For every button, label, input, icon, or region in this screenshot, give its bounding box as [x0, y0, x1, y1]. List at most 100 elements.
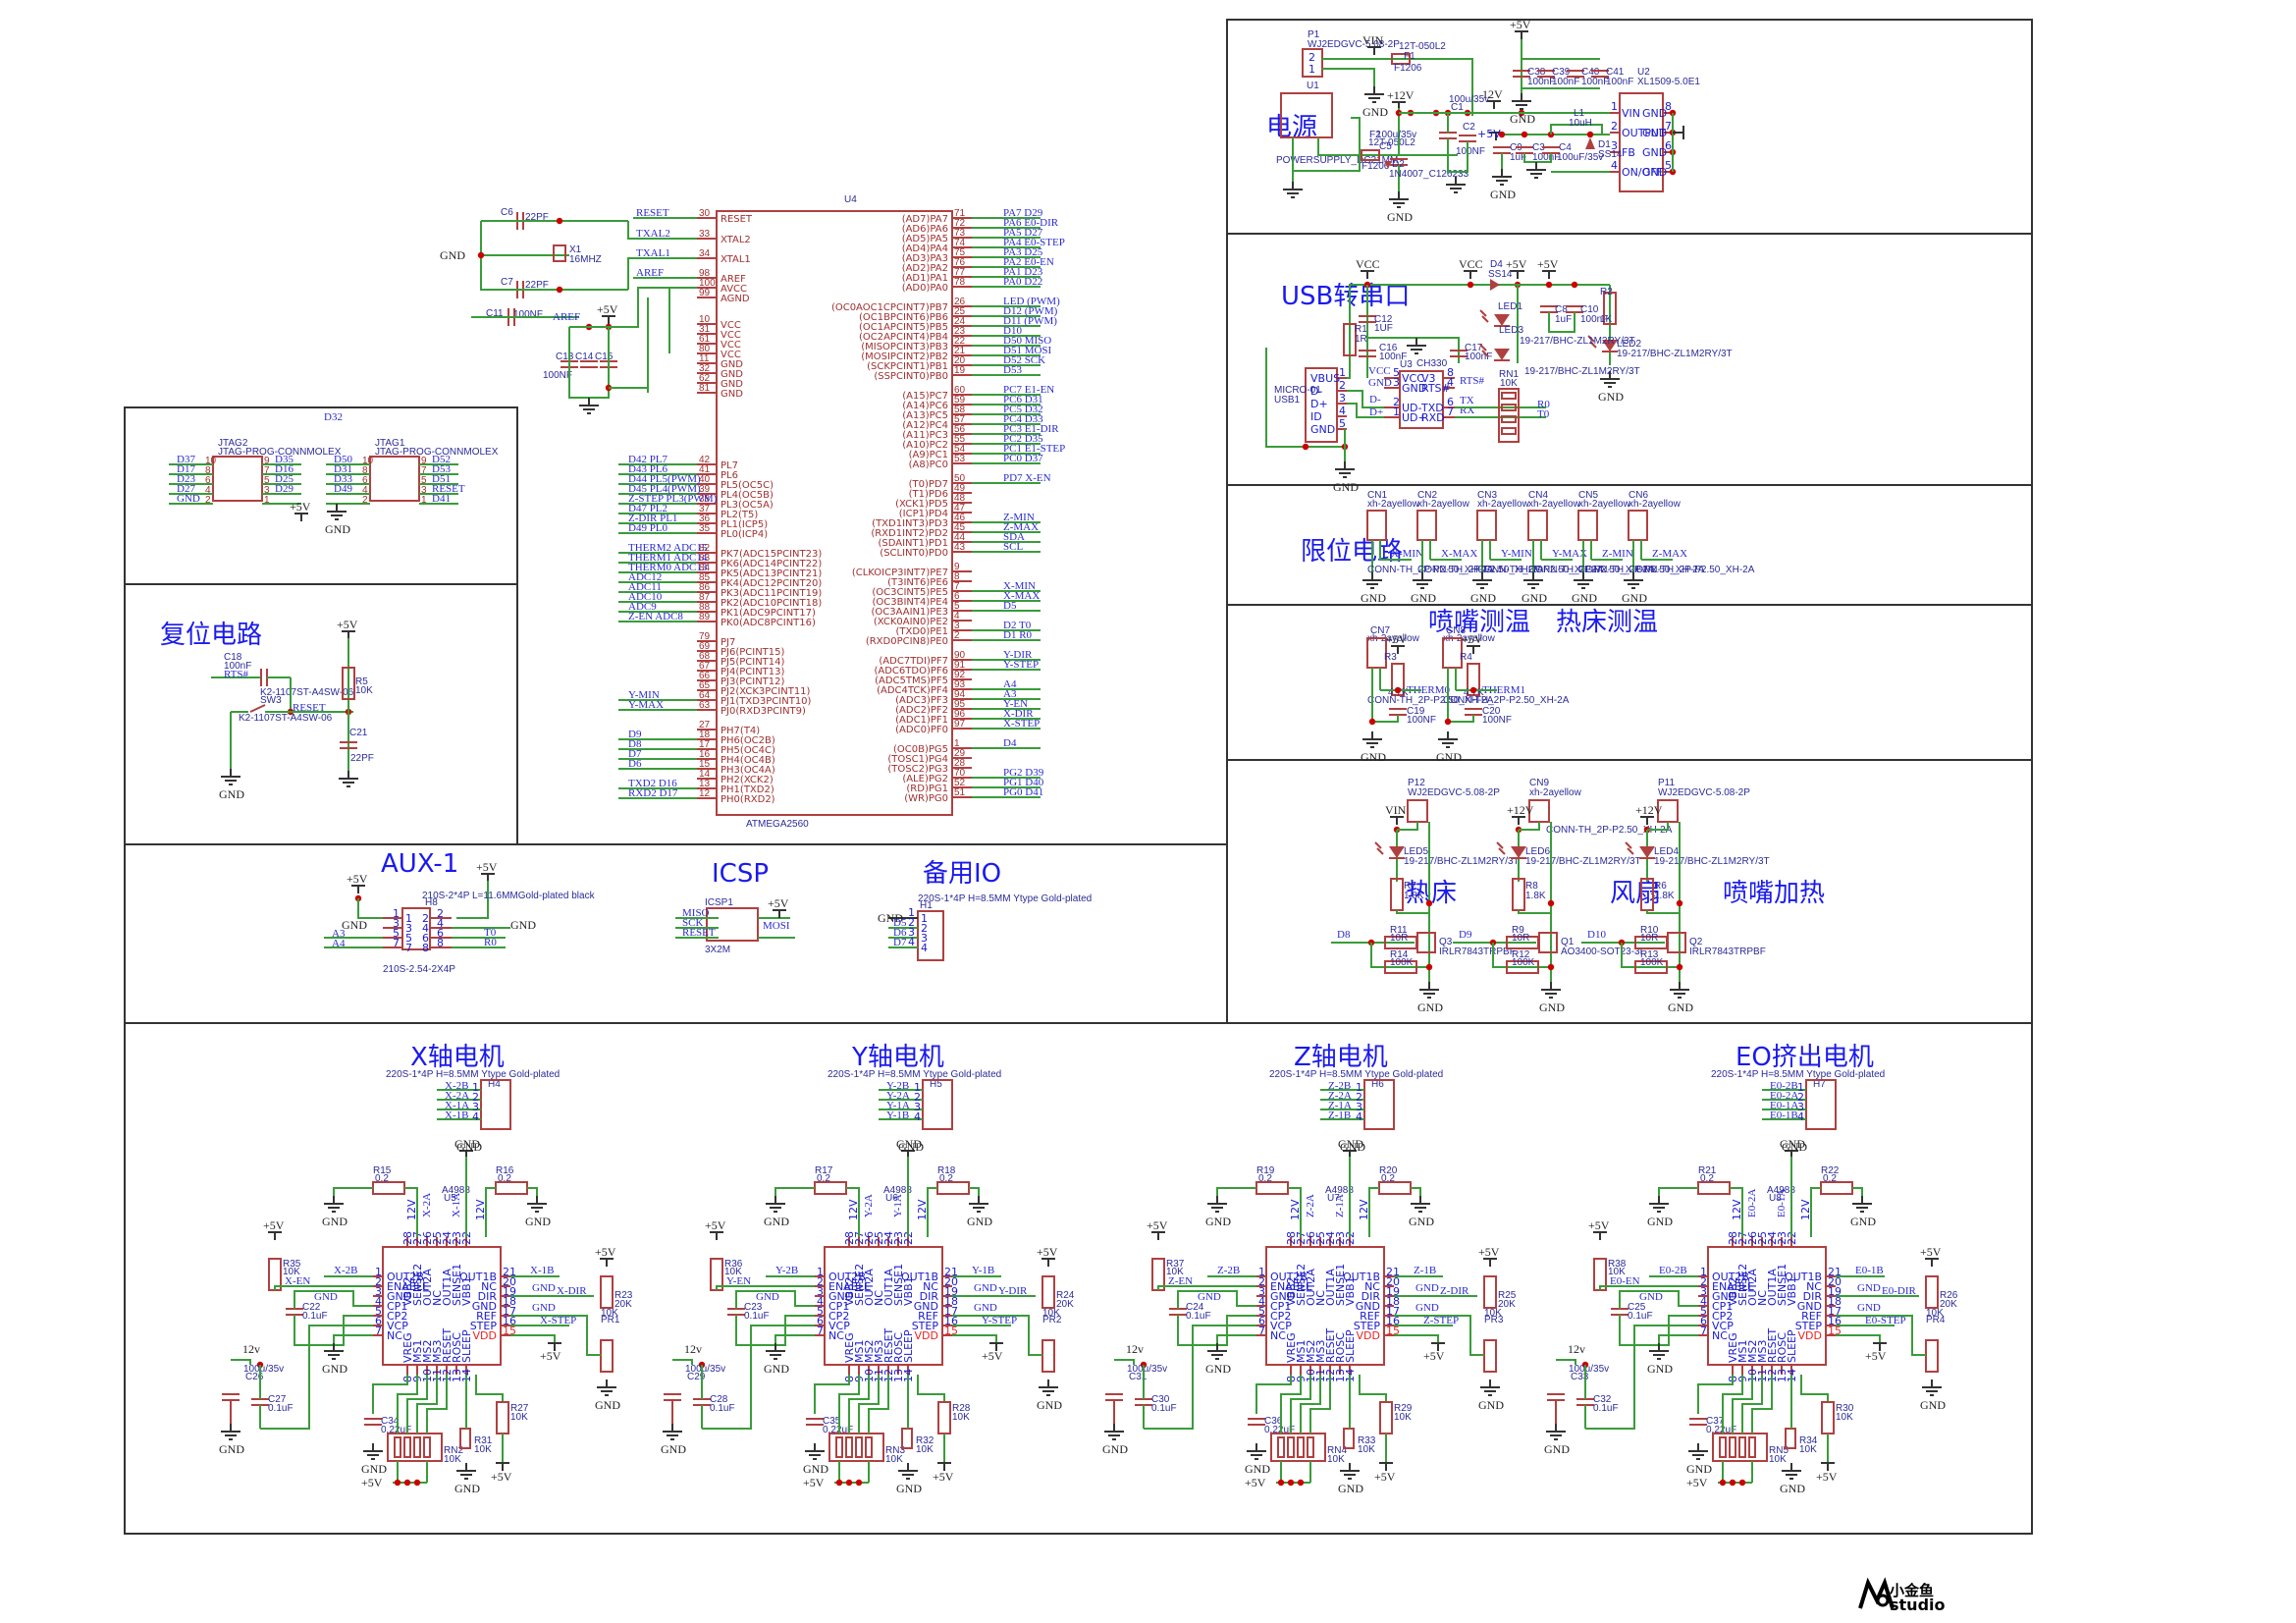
pin-num: 25: [1314, 1231, 1327, 1245]
rsleep-ref: R29: [1394, 1403, 1413, 1414]
connector-value: xh-2ayellow: [1528, 499, 1581, 510]
pin-name: SENSE1: [1776, 1264, 1789, 1306]
rn-ref: RN2: [444, 1445, 463, 1456]
jtag-value: JTAG-PROG-CONNMOLEX: [375, 447, 499, 458]
gnd-flag: GND: [532, 1282, 556, 1294]
pin-name: MS3: [873, 1340, 885, 1363]
pin-net: D11 (PWM): [1003, 315, 1057, 327]
logo-mark-icon: [1858, 1577, 1895, 1609]
pin-net: D10: [1003, 325, 1022, 337]
power-label: VIN: [1385, 803, 1407, 817]
rn-value: 10K: [885, 1454, 903, 1465]
wire: [1741, 1375, 1763, 1434]
rn-resistor-network: [1712, 1433, 1768, 1462]
rref-value: 20K: [1056, 1299, 1074, 1310]
led1-value: 19-217/BHC-ZL1M2RY/3T: [1520, 336, 1635, 347]
pin-net: Y-MIN: [628, 689, 660, 701]
pin-num: 43: [954, 542, 966, 553]
pin-name: VBB2: [1285, 1276, 1298, 1306]
header-ref: H4: [488, 1079, 501, 1090]
pin-num: 55: [954, 434, 966, 445]
wire: [1347, 284, 1529, 379]
pin-name: VBB1: [1786, 1276, 1798, 1306]
gnd-flag: GND: [1198, 1291, 1221, 1303]
supply-12v: 12v: [242, 1342, 260, 1356]
pin-num: 1: [264, 495, 270, 506]
pin-net: PC2 D35: [1003, 433, 1043, 445]
jtag-section: D32JTAG2JTAG-PROG-CONNMOLEX10D378D176D23…: [169, 411, 499, 536]
pin-num: 2: [914, 1091, 921, 1104]
ground-symbol: GND: [1409, 1196, 1434, 1228]
vbb-12v: 12V: [916, 1199, 929, 1220]
pin-num: 23: [954, 326, 966, 337]
wire: [1732, 1375, 1753, 1434]
pin-num: 98: [699, 268, 711, 279]
pulldown-value: 100K: [1390, 957, 1414, 968]
rn-element: [1297, 1436, 1305, 1458]
f2-ref: F2: [1369, 130, 1381, 140]
power-symbol: VCC: [1459, 257, 1483, 279]
logo-chinese: 小金鱼: [1890, 1582, 1934, 1599]
pulldown-ref: R13: [1640, 949, 1659, 960]
pin-name: (RXD0PCIN8)PE0: [866, 636, 948, 647]
wire: [1322, 58, 1473, 116]
wire: [1519, 822, 1540, 831]
ground-label: GND: [1387, 210, 1413, 224]
wire: [1396, 910, 1429, 914]
icsp-net: RESET: [682, 927, 716, 939]
supply-12v: 12v: [1126, 1342, 1144, 1356]
resistor-body: [1634, 960, 1668, 974]
gnd-flag: GND: [974, 1302, 997, 1314]
rn-value: 10K: [1769, 1454, 1787, 1465]
pulldown-value: 100K: [1512, 957, 1535, 968]
cbulk-value: 100u/35v: [243, 1364, 284, 1375]
pin-name: OUTPUT: [1622, 127, 1666, 139]
pin-name: RESET: [721, 214, 753, 225]
jtag-value: JTAG-PROG-CONNMOLEX: [218, 447, 342, 458]
rsense1-ref: R15: [373, 1165, 392, 1176]
pin-num: 3: [1356, 1101, 1362, 1113]
pin-num: 17: [699, 739, 711, 750]
pin-name: (TOSC1)PG4: [887, 754, 948, 765]
c18-ref: C18: [224, 652, 242, 663]
power-label: +12V: [1635, 803, 1663, 817]
rsleep-value: 10K: [510, 1412, 528, 1423]
ground-symbol: GND: [219, 1424, 244, 1456]
pin-num: 5: [1393, 366, 1400, 379]
cvcp-value: 0.1uF: [710, 1403, 735, 1414]
pin-name: NC: [431, 1290, 444, 1306]
pin-num: 61: [699, 334, 711, 345]
vbb-12v: 12V: [474, 1199, 487, 1220]
pin-name: (ADC0)PF0: [895, 725, 948, 735]
power-symbol: VIN: [1385, 803, 1407, 825]
pin-num: 26: [421, 1231, 434, 1245]
resistor-body: [937, 1401, 951, 1434]
capacitor: [1389, 708, 1407, 716]
led-resistor-value: 1.8K: [1654, 891, 1675, 901]
frame-aux-icsp: [124, 843, 1228, 1024]
resistor-body: [1925, 1275, 1939, 1309]
ground-symbol: GND: [322, 1343, 347, 1376]
pin-name: NC: [481, 1280, 497, 1293]
pin-num: 59: [954, 395, 966, 406]
pin-name: NC: [1364, 1280, 1380, 1293]
connector-ref: CN1: [1367, 490, 1387, 501]
vbb-12v: 12V: [847, 1199, 860, 1220]
sw-ref: SW3: [260, 695, 282, 706]
pin-name: OUT2B: [828, 1271, 866, 1283]
pin-num: 35: [699, 523, 711, 534]
pin-name: SENSE1: [892, 1264, 905, 1306]
pin-name: PL7: [721, 460, 738, 471]
pin-name: AGND: [721, 294, 750, 304]
pin-num: 16: [944, 1315, 958, 1327]
rosc-ref: R33: [1358, 1435, 1376, 1446]
wire: [1550, 124, 1603, 135]
